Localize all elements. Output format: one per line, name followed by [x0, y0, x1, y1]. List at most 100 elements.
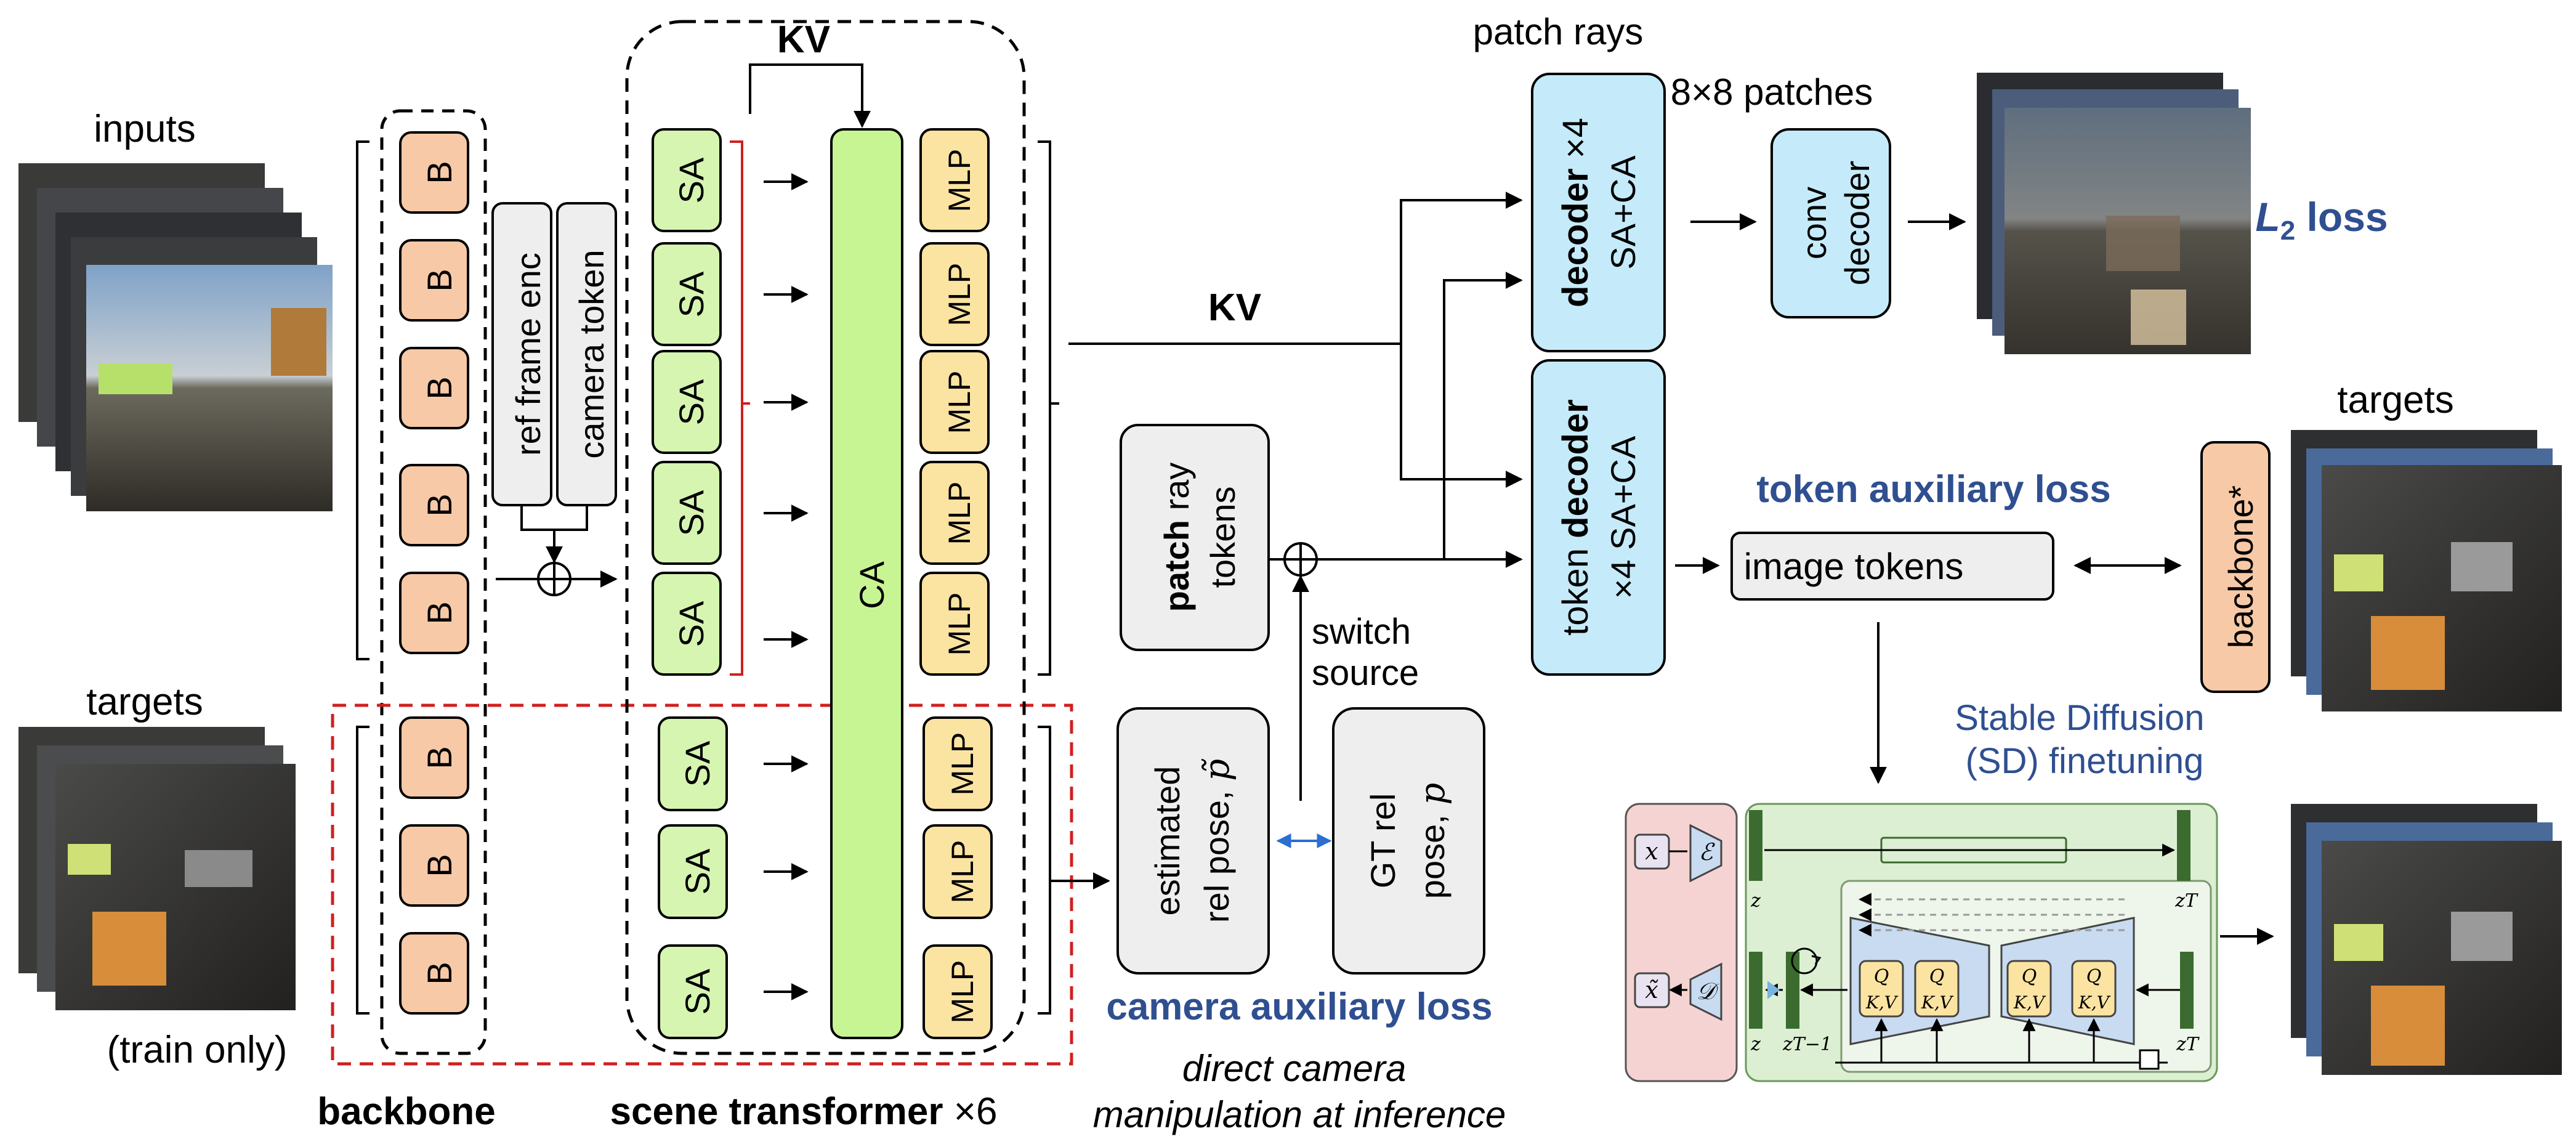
ref-frame-enc-box: ref frame enc	[491, 202, 552, 506]
sa-block: SA	[652, 242, 722, 346]
mlp-block: MLP	[919, 242, 990, 346]
svg-text:pose, p: pose, p	[1413, 783, 1453, 899]
svg-text:MLP: MLP	[945, 840, 980, 904]
svg-text:K,V: K,V	[2078, 992, 2111, 1013]
sd-attention-block: Q K,V	[2006, 960, 2052, 1018]
backbone-block: B	[399, 824, 469, 907]
svg-text:MLP: MLP	[942, 149, 977, 213]
svg-text:backbone*: backbone*	[2221, 485, 2260, 649]
backbone-block: B	[399, 239, 469, 322]
backbone-block: B	[399, 464, 469, 546]
camera-token-box: camera token	[556, 202, 617, 506]
inputs-label: inputs	[94, 108, 195, 150]
svg-text:K,V: K,V	[2013, 992, 2046, 1013]
input-bracket	[356, 140, 369, 660]
svg-text:MLP: MLP	[945, 732, 980, 796]
direct-manipulation-label: direct camera manipulation at inference	[1093, 1048, 1506, 1135]
svg-text:SA: SA	[678, 740, 717, 787]
backbone-block: B	[399, 572, 469, 654]
sd-finetuning-label: Stable Diffusion (SD) finetuning	[1955, 698, 2214, 781]
svg-text:SA: SA	[672, 490, 711, 536]
svg-text:image tokens: image tokens	[1744, 546, 1964, 587]
svg-text:z: z	[1750, 890, 1761, 912]
targets-left-label: targets	[86, 681, 203, 723]
target-image-stack-right	[2291, 430, 2562, 711]
sa-block: SA	[658, 824, 728, 919]
svg-text:Q: Q	[2022, 966, 2037, 987]
l2-loss-label: L2 loss	[2255, 194, 2388, 246]
svg-text:K,V: K,V	[1921, 992, 1954, 1013]
svg-text:decoder ×4: decoder ×4	[1556, 118, 1596, 307]
svg-text:B: B	[420, 601, 459, 624]
svg-text:x̃: x̃	[1645, 976, 1658, 1003]
image-tokens-box: image tokens	[1730, 532, 2054, 601]
backbone-block: B	[399, 716, 469, 799]
train-only-region	[331, 703, 1073, 1066]
backbone-block: B	[399, 347, 469, 429]
svg-text:K,V: K,V	[1865, 992, 1899, 1013]
svg-text:MLP: MLP	[942, 371, 977, 434]
svg-text:Q: Q	[1874, 966, 1889, 987]
svg-text:zT: zT	[2176, 1034, 2200, 1055]
svg-text:z: z	[1750, 1034, 1761, 1055]
svg-text:Q: Q	[2086, 966, 2102, 987]
svg-text:SA: SA	[678, 848, 717, 894]
svg-text:rel pose, p̃: rel pose, p̃	[1197, 758, 1237, 923]
svg-text:B: B	[420, 493, 459, 516]
backbone-dashed-frame	[380, 109, 487, 1055]
targets-right-label: targets	[2337, 379, 2454, 421]
gt-rel-pose-box: GT rel pose, p	[1332, 707, 1485, 975]
svg-text:ref frame enc: ref frame enc	[509, 253, 547, 456]
svg-text:SA: SA	[672, 601, 711, 647]
svg-text:SA: SA	[672, 157, 711, 203]
mlp-block: MLP	[923, 824, 993, 919]
svg-text:MLP: MLP	[942, 263, 977, 326]
svg-text:zT−1: zT−1	[1782, 1034, 1832, 1055]
svg-text:SA: SA	[672, 379, 711, 425]
camera-auxiliary-loss-label: camera auxiliary loss	[1106, 986, 1492, 1028]
svg-text:×4 SA+CA: ×4 SA+CA	[1604, 436, 1642, 599]
mlp-block: MLP	[923, 944, 993, 1039]
output-image-stack	[1977, 73, 2251, 354]
svg-text:B: B	[420, 746, 459, 769]
switch-source-label: switch source	[1312, 612, 1421, 693]
svg-text:MLP: MLP	[942, 482, 977, 545]
svg-text:estimated: estimated	[1148, 766, 1187, 916]
target-bracket	[356, 726, 369, 1015]
svg-text:token decoder: token decoder	[1556, 399, 1596, 636]
sa-block: SA	[652, 350, 722, 454]
svg-text:patch ray: patch ray	[1157, 463, 1196, 612]
mlp-block: MLP	[919, 128, 990, 232]
sd-attention-block: Q K,V	[1859, 960, 1904, 1018]
ca-block: CA	[830, 128, 903, 1039]
token-decoder-box: token decoder ×4 SA+CA	[1531, 359, 1666, 676]
mlp-block: MLP	[923, 716, 993, 811]
train-only-label: (train only)	[107, 1029, 288, 1071]
decoder-box: decoder ×4 SA+CA	[1531, 73, 1666, 352]
sa-block: SA	[652, 461, 722, 565]
svg-text:x: x	[1645, 838, 1658, 865]
target-image-stack-left	[18, 727, 296, 1010]
sa-block: SA	[658, 716, 728, 811]
kv-top-label: KV	[777, 18, 830, 61]
svg-text:decoder: decoder	[1838, 161, 1876, 285]
mlp-block: MLP	[919, 461, 990, 565]
kv-mid-label: KV	[1208, 286, 1261, 329]
sa-block: SA	[658, 944, 728, 1039]
svg-text:SA: SA	[678, 968, 717, 1015]
svg-text:SA+CA: SA+CA	[1604, 155, 1642, 270]
svg-text:GT rel: GT rel	[1363, 793, 1402, 889]
svg-text:zT: zT	[2174, 890, 2198, 912]
svg-text:tokens: tokens	[1203, 487, 1242, 588]
svg-text:camera token: camera token	[572, 249, 611, 458]
svg-text:B: B	[420, 161, 459, 184]
add-circle-icon	[537, 562, 571, 596]
add-circle-icon	[1283, 542, 1318, 577]
sa-block: SA	[652, 128, 722, 232]
mlp-block: MLP	[919, 350, 990, 454]
backbone-label: backbone	[317, 1090, 495, 1133]
sa-to-ca-arrows	[764, 173, 809, 1000]
backbone-block: B	[399, 932, 469, 1015]
svg-text:ℰ: ℰ	[1698, 838, 1715, 865]
backbone-block: B	[399, 131, 469, 214]
